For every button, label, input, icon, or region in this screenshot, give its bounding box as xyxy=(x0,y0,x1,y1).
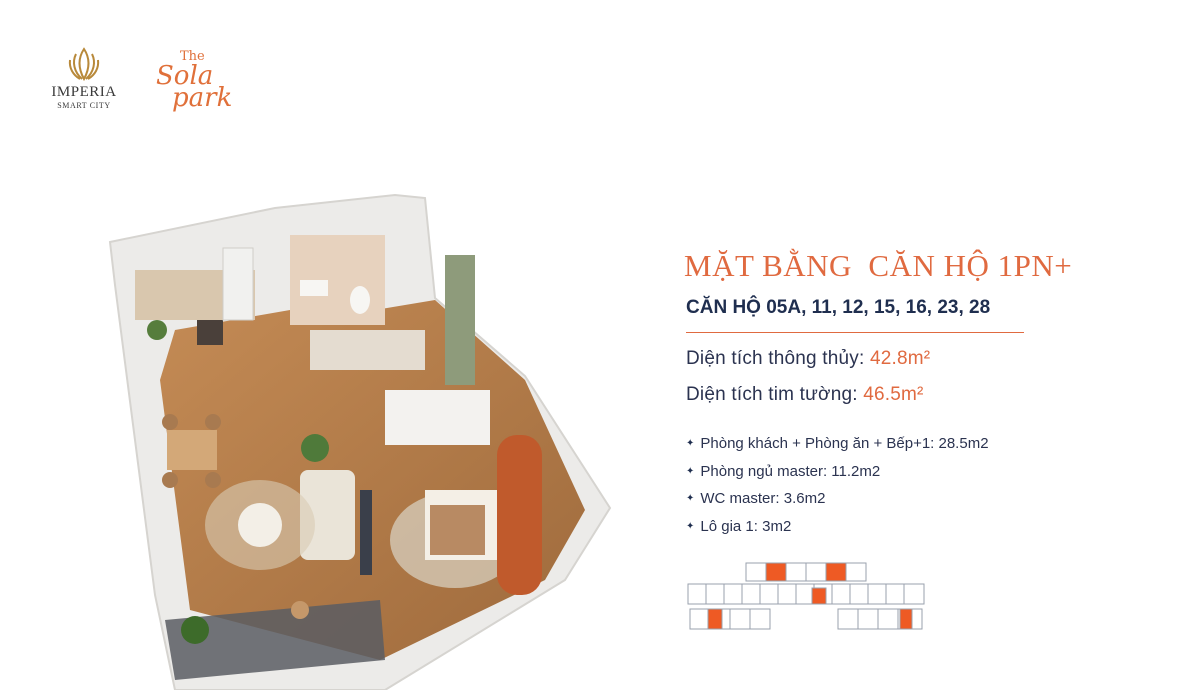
imperia-sub: SMART CITY xyxy=(57,101,111,110)
coffee-table xyxy=(238,503,282,547)
plant xyxy=(301,434,329,462)
keyplan-unit xyxy=(845,562,867,582)
four-point-star-icon: ✦ xyxy=(686,438,695,450)
four-point-star-icon: ✦ xyxy=(686,493,695,505)
four-point-star-icon: ✦ xyxy=(686,465,695,477)
logia-chair xyxy=(291,601,309,619)
accent-wall xyxy=(445,255,475,385)
toilet xyxy=(350,286,370,314)
bed-blanket xyxy=(430,505,485,555)
sofa xyxy=(300,470,355,560)
keyplan-unit xyxy=(837,608,859,630)
keyplan-unit xyxy=(759,583,779,605)
kitchen-oven xyxy=(197,320,223,345)
dining-chair xyxy=(205,414,221,430)
room-item: ✦ WC master: 3.6m2 xyxy=(686,485,989,513)
keyplan-unit xyxy=(689,608,711,630)
keyplan-unit xyxy=(877,608,899,630)
partition-wall xyxy=(385,390,490,445)
keyplan-unit-highlighted xyxy=(825,562,847,582)
plant xyxy=(147,320,167,340)
area-net: Diện tích thông thủy: 42.8m² xyxy=(686,348,930,370)
keyplan-unit xyxy=(749,608,771,630)
dining-table xyxy=(167,430,217,470)
keyplan-unit xyxy=(745,562,767,582)
logo-sola: Sola xyxy=(156,61,214,91)
keyplan-unit xyxy=(777,583,797,605)
keyplan-unit-highlighted xyxy=(811,587,827,605)
area-gross-value: 46.5m² xyxy=(863,384,924,405)
four-point-star-icon: ✦ xyxy=(686,520,695,532)
keyplan-unit xyxy=(741,583,761,605)
floor-key-plan xyxy=(687,562,925,630)
logo-the: The xyxy=(180,49,205,64)
keyplan-unit xyxy=(805,562,827,582)
dining-chair xyxy=(162,414,178,430)
area-gross: Diện tích tim tường: 46.5m² xyxy=(686,384,924,406)
imperia-name: IMPERIA xyxy=(51,84,117,100)
title-divider xyxy=(686,332,1024,333)
keyplan-unit xyxy=(723,583,743,605)
room-label: Phòng khách + Phòng ăn + Bếp+1: 28.5m2 xyxy=(700,435,989,453)
keyplan-unit xyxy=(785,562,807,582)
bed-headboard xyxy=(497,435,542,595)
bathroom-sink xyxy=(300,280,328,296)
keyplan-unit xyxy=(831,583,851,605)
apartment-codes: CĂN HỘ 05A, 11, 12, 15, 16, 23, 28 xyxy=(686,297,991,318)
room-item: ✦ Lô gia 1: 3m2 xyxy=(686,513,989,541)
room-label: Phòng ngủ master: 11.2m2 xyxy=(700,462,881,480)
logia-railing xyxy=(165,600,385,680)
room-list: ✦Phòng khách + Phòng ăn + Bếp+1: 28.5m2 … xyxy=(686,430,989,540)
area-gross-label: Diện tích tim tường: xyxy=(686,384,864,405)
floor-plan-render xyxy=(108,193,612,690)
area-net-label: Diện tích thông thủy: xyxy=(686,348,870,369)
keyplan-unit-highlighted xyxy=(765,562,787,582)
logia-plant xyxy=(181,616,209,644)
keyplan-unit xyxy=(849,583,869,605)
logo-park: park xyxy=(172,83,233,113)
keyplan-unit xyxy=(867,583,887,605)
keyplan-unit xyxy=(795,583,815,605)
keyplan-unit xyxy=(687,583,707,605)
area-net-value: 42.8m² xyxy=(869,348,931,369)
room-item: ✦ Phòng khách + Phòng ăn + Bếp+1: 28.5m2 xyxy=(686,430,989,458)
lotus-icon xyxy=(68,47,100,82)
room-item: ✦ Phòng ngủ master: 11.2m2 xyxy=(686,458,989,486)
page-title: MẶT BẰNG CĂN HỘ 1PN+ xyxy=(684,248,1073,283)
sola-park-logo: The Sola park xyxy=(154,50,232,111)
keyplan-unit xyxy=(729,608,751,630)
dining-chair xyxy=(162,472,178,488)
keyplan-unit xyxy=(705,583,725,605)
shelves xyxy=(310,330,425,370)
keyplan-unit xyxy=(903,583,925,605)
dining-chair xyxy=(205,472,221,488)
tv-panel xyxy=(360,490,372,575)
keyplan-unit-highlighted xyxy=(899,608,913,630)
keyplan-unit xyxy=(885,583,905,605)
room-label: Lô gia 1: 3m2 xyxy=(700,517,792,535)
imperia-logo: IMPERIA SMART CITY xyxy=(42,46,126,110)
fridge xyxy=(222,247,254,321)
room-label: WC master: 3.6m2 xyxy=(700,490,826,508)
keyplan-unit-highlighted xyxy=(707,608,723,630)
keyplan-unit xyxy=(857,608,879,630)
